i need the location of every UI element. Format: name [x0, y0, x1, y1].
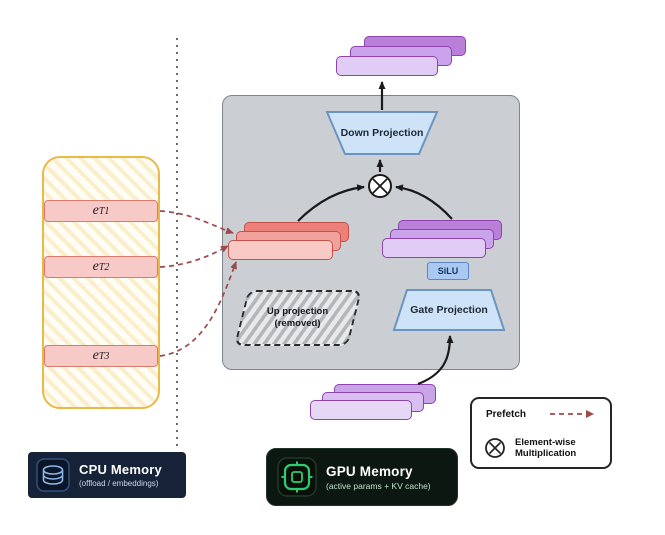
gate-projection-label: Gate Projection [410, 304, 488, 316]
silu-label: SiLU [437, 266, 459, 276]
embedding-label: e [92, 203, 99, 218]
silu-block: SiLU [427, 262, 469, 280]
input-tensor-card-front [310, 400, 412, 420]
embedding-label: e [92, 259, 99, 274]
cpu-memory-subtitle: (offload / embeddings) [79, 479, 159, 488]
up-projection-removed-block: Up projection (removed) [234, 290, 362, 346]
gpu-memory-subtitle: (active params + KV cache) [326, 480, 431, 491]
legend-box: Prefetch Element-wise Multiplication [470, 397, 612, 469]
prefetch-arrow-token-2 [159, 245, 229, 268]
embedding-subscript: T3 [98, 350, 110, 362]
embedding-store-container [42, 156, 160, 409]
output-tensor-card-front [336, 56, 438, 76]
legend-elementwise-line1: Element-wise [515, 436, 576, 448]
embedding-subscript: T1 [98, 205, 110, 217]
cpu-database-icon [36, 458, 70, 492]
legend-elementwise-multiply-icon [485, 437, 505, 458]
up-projection-label-line2: (removed) [275, 318, 321, 329]
down-projection-label: Down Projection [340, 127, 424, 139]
up-projection-label-line1: Up projection [267, 305, 329, 317]
cpu-memory-title: CPU Memory [79, 462, 162, 477]
legend-prefetch-arrow-icon [550, 410, 594, 418]
legend-prefetch-label: Prefetch [486, 408, 527, 420]
gpu-chip-icon [277, 457, 317, 497]
gpu-memory-title: GPU Memory [326, 463, 413, 479]
cpu-memory-badge: CPU Memory (offload / embeddings) [28, 452, 186, 498]
prefetched-embeddings-card-front [228, 240, 333, 260]
embedding-subscript: T2 [98, 261, 110, 273]
legend-elementwise-line2: Multiplication [515, 447, 577, 459]
gate-activation-card-front [382, 238, 486, 258]
gpu-memory-badge: GPU Memory (active params + KV cache) [266, 448, 458, 506]
embedding-label: e [92, 348, 99, 363]
